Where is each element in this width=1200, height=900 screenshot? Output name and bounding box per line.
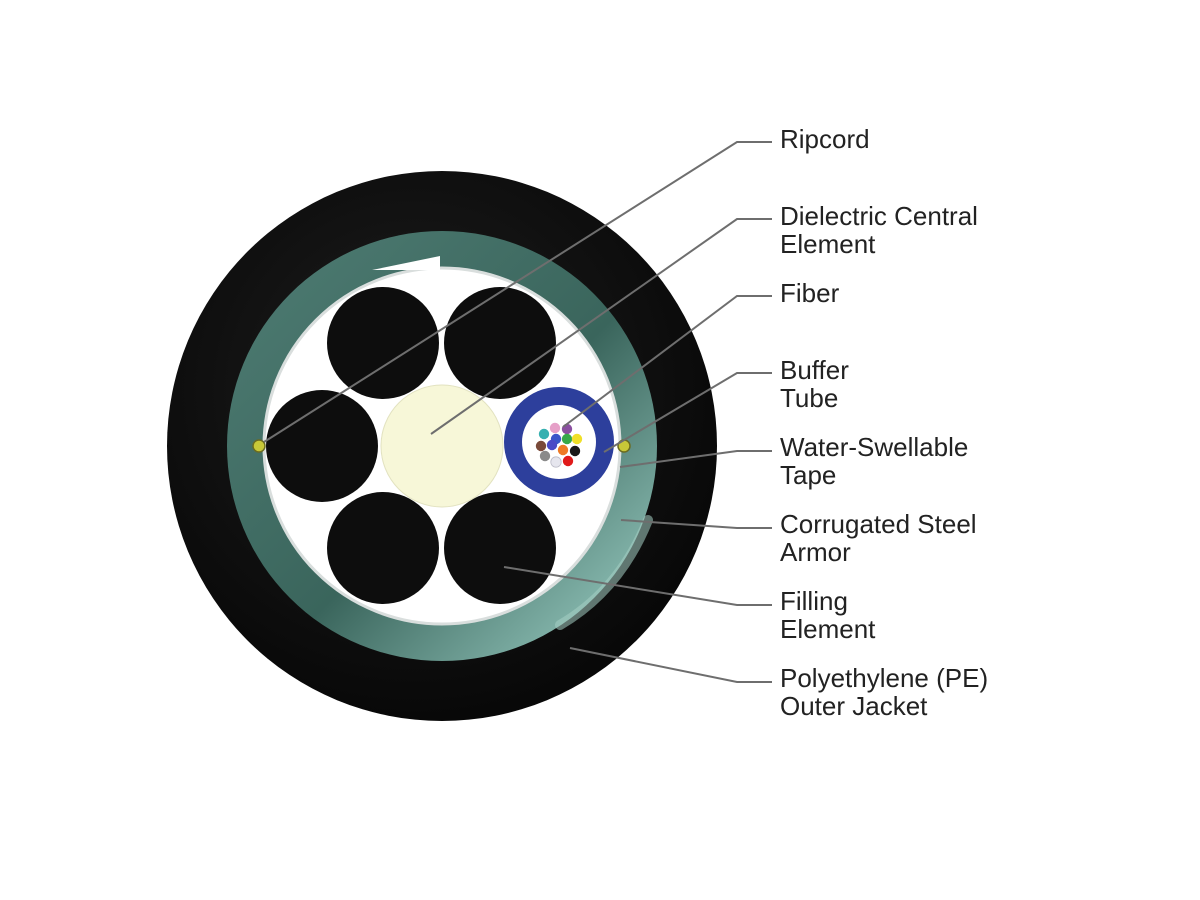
leader-line-buffer-tube <box>603 372 772 453</box>
leader-line-filling-element <box>503 566 772 606</box>
filling-element <box>327 287 439 399</box>
fiber-strand <box>557 444 569 456</box>
label-central-element: Dielectric Central Element <box>780 201 985 259</box>
leader-line-water-tape <box>619 450 772 468</box>
fiber-strand <box>546 439 558 451</box>
leader-line-steel-armor <box>620 519 772 529</box>
fiber-strand <box>561 433 573 445</box>
filling-element <box>327 492 439 604</box>
leader-line-fiber <box>562 295 772 428</box>
tape-overlap <box>372 256 440 270</box>
fiber-strand <box>561 423 573 435</box>
armor-highlight <box>555 515 653 630</box>
filling-element <box>444 492 556 604</box>
leader-line-central-element <box>430 218 772 435</box>
label-water-tape: Water-Swellable Tape <box>780 432 976 490</box>
label-fiber: Fiber <box>780 278 840 308</box>
label-ripcord: Ripcord <box>780 124 870 154</box>
fiber-bundle <box>535 422 583 468</box>
fiber-strand <box>538 428 550 440</box>
label-filling-element: Filling Element <box>780 586 876 644</box>
filling-element <box>266 390 378 502</box>
fiber-strand <box>562 455 574 467</box>
filling-element <box>444 287 556 399</box>
fiber-strand <box>550 456 562 468</box>
dielectric-central-element <box>380 384 504 508</box>
fiber-strand <box>539 450 551 462</box>
fiber-strand <box>571 433 583 445</box>
fiber-strand <box>549 422 561 434</box>
fiber-strand <box>535 440 547 452</box>
leader-line-ripcord <box>263 141 772 443</box>
fiber-strand <box>569 445 581 457</box>
label-steel-armor: Corrugated Steel Armor <box>780 509 984 567</box>
leader-line-outer-jacket <box>569 647 772 683</box>
label-buffer-tube: Buffer Tube <box>780 355 856 413</box>
ripcord-left <box>252 439 266 453</box>
label-outer-jacket: Polyethylene (PE) Outer Jacket <box>780 663 995 721</box>
